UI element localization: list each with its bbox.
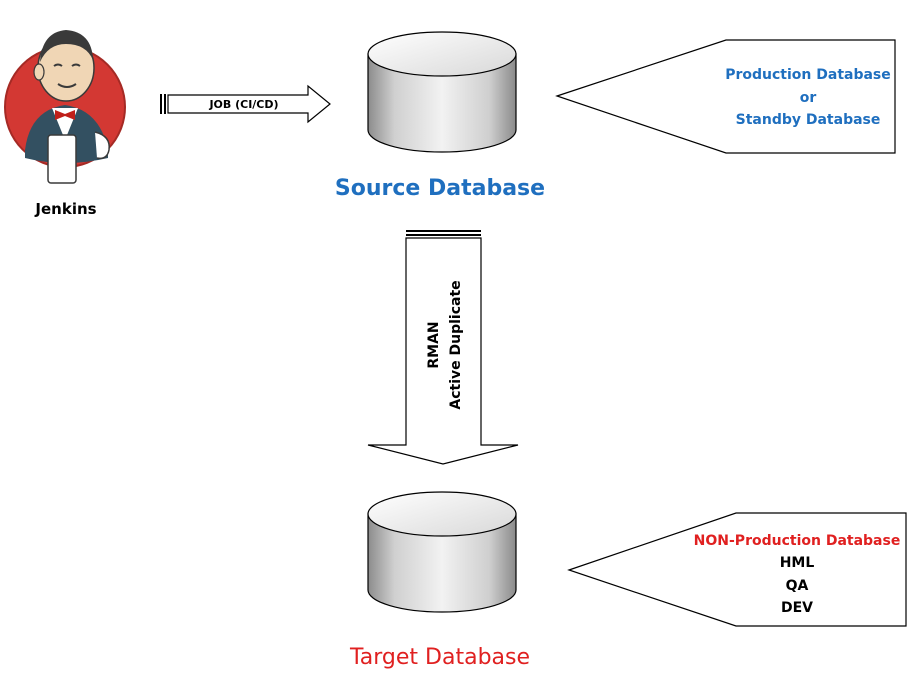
target-database-cylinder <box>367 491 517 613</box>
source-database-label: Source Database <box>335 176 545 201</box>
target-callout-item-1: HML <box>780 555 815 571</box>
target-callout-item-2: QA <box>786 578 809 594</box>
source-callout-line-1: Production Database <box>725 67 891 83</box>
target-callout-title: NON-Production Database <box>694 533 901 549</box>
rman-arrow-line-1: RMAN <box>426 321 442 368</box>
rman-arrow-line-2: Active Duplicate <box>448 280 464 409</box>
jenkins-logo: Jenkins <box>4 30 126 218</box>
source-callout-line-3: Standby Database <box>736 112 881 128</box>
source-callout-line-2: or <box>800 90 817 106</box>
source-callout: Production Database or Standby Database <box>555 39 896 154</box>
jenkins-label: Jenkins <box>34 200 96 218</box>
jenkins-butler-icon <box>4 30 126 184</box>
target-callout-item-3: DEV <box>781 600 813 616</box>
rman-arrow: RMAN Active Duplicate <box>367 230 519 465</box>
target-callout: NON-Production Database HML QA DEV <box>567 512 907 627</box>
job-arrow: JOB (CI/CD) <box>160 84 331 124</box>
job-arrow-label: JOB (CI/CD) <box>208 98 278 111</box>
target-database-label: Target Database <box>349 645 530 670</box>
source-database-cylinder <box>367 31 517 153</box>
